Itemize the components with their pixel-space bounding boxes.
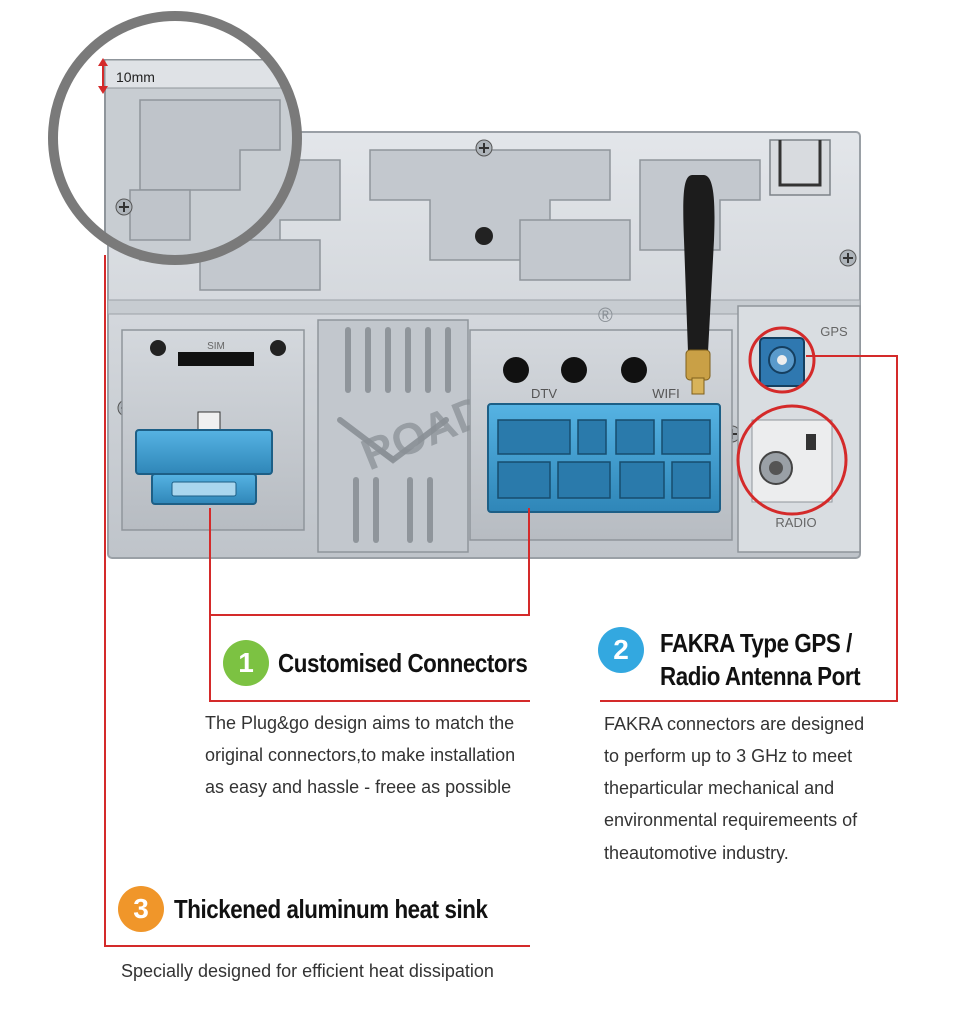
callout-line-1-connector-drop — [528, 508, 530, 616]
radio-connector-icon — [751, 419, 833, 503]
feature-1-description-line: as easy and hassle - freee as possible — [205, 777, 512, 797]
feature-1-title: Customised Connectors — [278, 648, 528, 678]
callout-line-2-top — [806, 355, 898, 357]
stereo-rear-panel-photo: SIM ROADSOUND ® DTV WIFI — [48, 11, 861, 559]
feature-2-description-line: FAKRA connectors are designed — [604, 714, 865, 734]
feature-2-description-line: environmental requiremeents of — [604, 810, 858, 830]
feature-2-description-line: theparticular mechanical and — [604, 778, 835, 798]
thickness-dimension-label: 10mm — [116, 69, 155, 85]
callout-line-1-vertical — [209, 508, 211, 702]
wiring-harness-icon — [135, 411, 273, 505]
dtv-port-label: DTV — [531, 386, 557, 401]
callout-line-2-underline — [600, 700, 898, 702]
feature-2-number-badge: 2 — [598, 627, 644, 673]
wifi-port-label: WIFI — [652, 386, 679, 401]
feature-2-title-line: Radio Antenna Port — [660, 661, 861, 691]
callout-line-3-vertical — [104, 255, 106, 947]
gps-connector-icon — [759, 337, 805, 387]
callout-line-1-underline — [209, 700, 530, 702]
registered-mark: ® — [598, 305, 613, 327]
callout-line-1-connector — [209, 614, 530, 616]
feature-3-title: Thickened aluminum heat sink — [174, 894, 488, 924]
feature-1-description-line: The Plug&go design aims to match the — [205, 713, 515, 733]
thickness-magnifier: 10mm — [48, 11, 302, 265]
antenna-icon — [683, 175, 715, 395]
sim-slot-label: SIM — [207, 341, 225, 352]
feature-2-description-line: to perform up to 3 GHz to meet — [604, 746, 853, 766]
radio-port-label: RADIO — [775, 515, 816, 530]
gps-port-highlight — [748, 326, 816, 394]
radio-port-highlight — [736, 404, 848, 516]
feature-1-number-badge: 1 — [223, 640, 269, 686]
feature-2-description-line: theautomotive industry. — [604, 843, 789, 863]
feature-3-description-line: Specially designed for efficient heat di… — [121, 961, 494, 981]
gps-port-label: GPS — [820, 324, 848, 339]
feature-2-title-line: FAKRA Type GPS / — [660, 628, 852, 658]
feature-1-description-line: original connectors,to make installation — [205, 745, 516, 765]
callout-line-2-vertical — [896, 355, 898, 702]
feature-3-number-badge: 3 — [118, 886, 164, 932]
callout-line-3-underline — [104, 945, 530, 947]
